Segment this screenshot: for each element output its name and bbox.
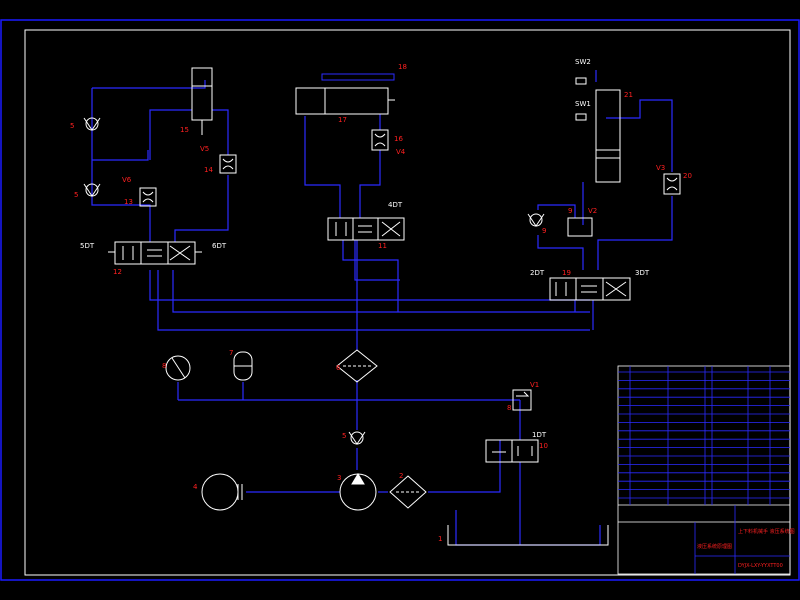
check-valve-icon [527,213,545,227]
label-7: 7 [229,349,233,357]
pump-icon [339,473,377,511]
label-1dt: 1DT [532,431,547,439]
label-16: 16 [394,135,403,143]
label-5c: 5 [342,432,346,440]
solenoid-labels: 1DT 2DT 3DT 4DT 5DT 6DT SW2 SW1 [80,58,650,439]
cylinder-15 [191,67,213,121]
label-2: 2 [399,472,403,480]
label-sw2: SW2 [575,58,591,66]
label-6dt: 6DT [212,242,227,250]
label-17: 17 [338,116,347,124]
check-valve-icon [348,431,366,445]
label-6: 6 [336,364,341,372]
title-block-text: 上下料机械手 液压系统图 液压系统原理图 DYJX-LXY-YYXTT00 [697,528,795,569]
label-5b: 5 [74,191,78,199]
sequence-valve-9 [567,217,593,237]
accumulator-icon [233,351,253,381]
title-block [617,365,791,575]
check-valve-icon [83,183,101,197]
label-12: 12 [113,268,122,276]
check-valve-icon [83,117,101,131]
throttle-valve-icon [371,129,389,151]
label-20: 20 [683,172,692,180]
throttle-valve-icon [663,173,681,195]
label-14: 14 [204,166,213,174]
directional-valve-12 [108,241,202,265]
motor-icon [201,473,243,511]
label-1: 1 [438,535,442,543]
drawing-code: DYJX-LXY-YYXTT00 [738,563,783,569]
drawing-title: 液压系统原理图 [697,543,732,550]
label-9b: 9 [542,227,546,235]
filter-icon [389,475,427,509]
label-5a: 5 [70,122,74,130]
label-9a: 9 [568,207,572,215]
label-3dt: 3DT [635,269,650,277]
pipe-network [91,70,673,546]
label-sw1: SW1 [575,100,591,108]
inner-frame [24,29,791,576]
throttle-valve-icon [139,187,157,207]
label-5dt: 5DT [80,242,95,250]
label-v6: V6 [122,176,132,184]
label-19: 19 [562,269,571,277]
signal-labels: V1 V2 V3 V4 V5 V6 [122,145,665,389]
label-18: 18 [398,63,407,71]
label-10: 10 [539,442,548,450]
component-labels: 1 2 3 4 5 5 5 6 7 8 8 9 9 10 11 12 13 14… [70,63,692,543]
directional-valve-11 [327,217,405,241]
components [83,67,681,546]
outer-frame [0,19,800,581]
tank-icon [447,525,609,546]
label-8b: 8 [507,404,511,412]
label-v2: V2 [588,207,597,215]
label-v5: V5 [200,145,209,153]
directional-valve-19 [549,277,631,301]
pressure-gauge-icon [165,355,191,381]
label-3: 3 [337,474,341,482]
relief-valve-icon [512,389,532,411]
label-v4: V4 [396,148,406,156]
label-21: 21 [624,91,633,99]
label-11: 11 [378,242,387,250]
cylinder-21 [595,89,621,183]
label-4dt: 4DT [388,201,403,209]
directional-valve-1dt [485,439,539,463]
filter-icon [336,349,378,383]
project-name: 上下料机械手 液压系统图 [738,528,795,535]
label-4: 4 [193,483,198,491]
cylinder-17 [295,87,389,115]
label-v1: V1 [530,381,539,389]
label-15: 15 [180,126,189,134]
label-2dt: 2DT [530,269,545,277]
label-8a: 8 [162,362,166,370]
label-13: 13 [124,198,133,206]
throttle-valve-icon [219,154,237,174]
label-v3: V3 [656,164,665,172]
rack-18 [321,73,395,81]
